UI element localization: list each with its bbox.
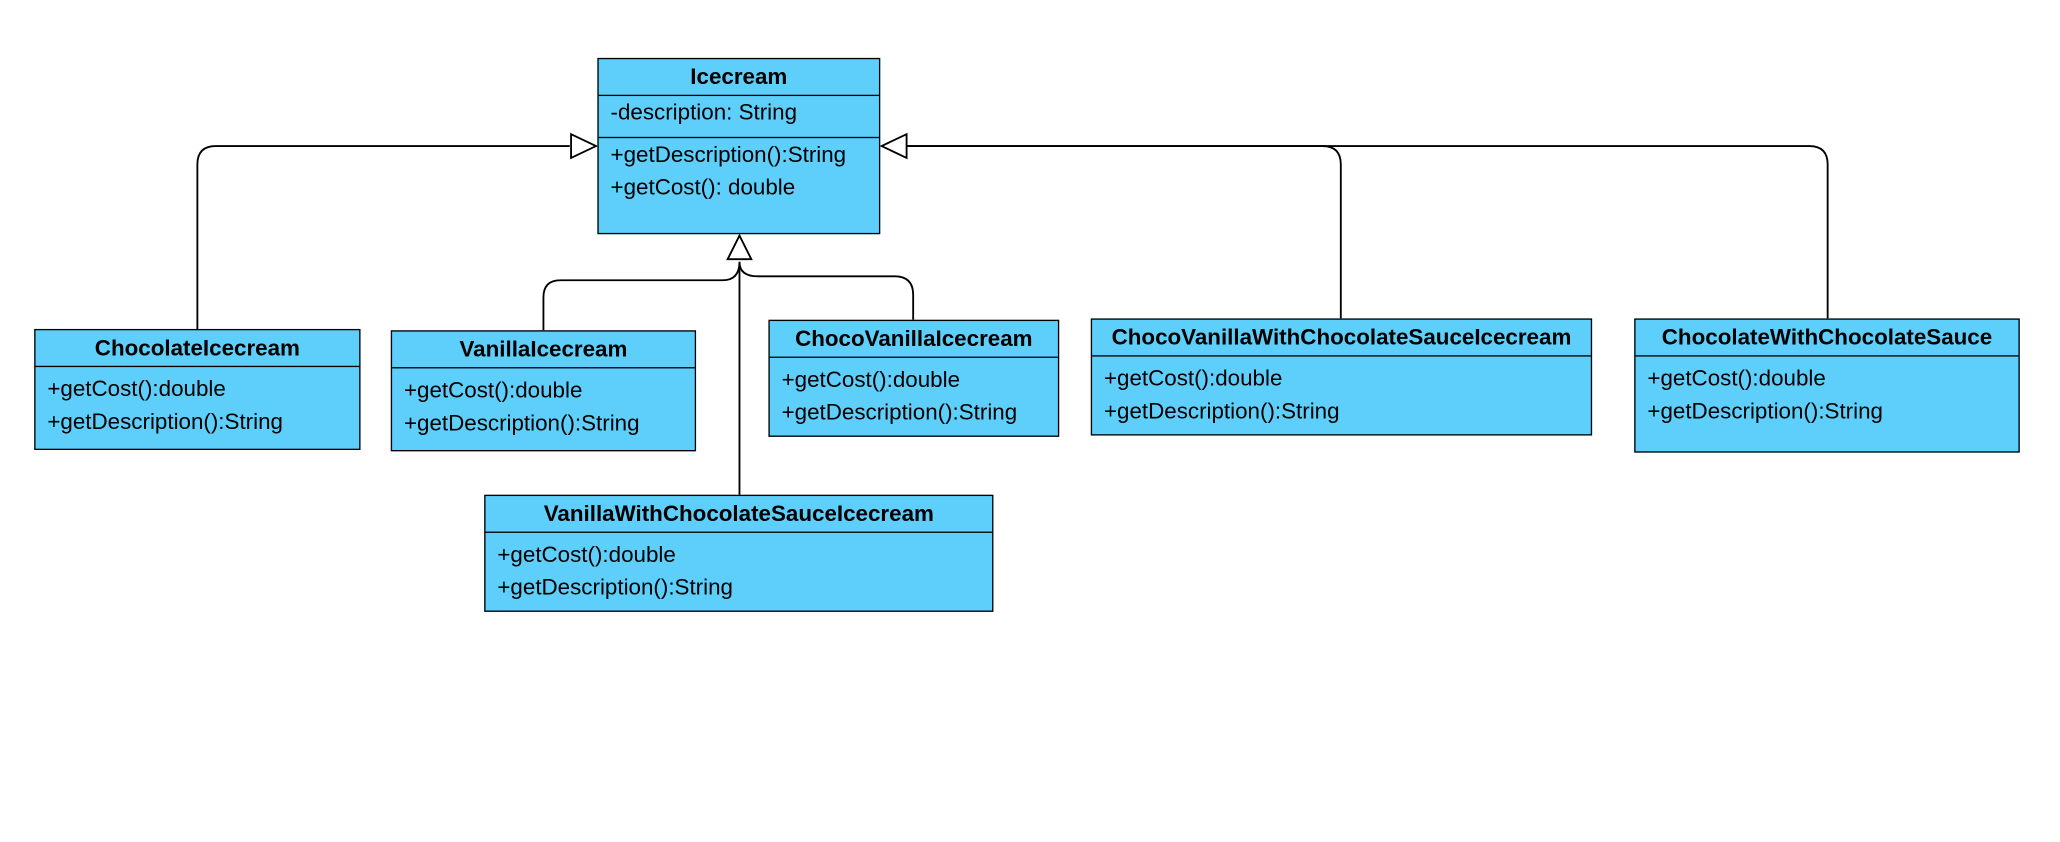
class-choco-vanilla-with-chocolate-sauce-icecream[interactable]: ChocoVanillaWithChocolateSauceIcecream +… xyxy=(1090,318,1593,436)
class-chocolate-with-chocolate-sauce[interactable]: ChocolateWithChocolateSauce +getCost():d… xyxy=(1634,318,2020,453)
class-vanilla-with-chocolate-sauce-icecream[interactable]: VanillaWithChocolateSauceIcecream +getCo… xyxy=(484,494,994,612)
method: +getDescription():String xyxy=(1103,398,1340,424)
method: +getCost():double xyxy=(497,542,676,568)
class-chocolate-icecream[interactable]: ChocolateIcecream +getCost():double +get… xyxy=(34,328,361,451)
class-name: ChocoVanillaWithChocolateSauceIcecream xyxy=(1092,320,1591,357)
class-name: VanillaIcecream xyxy=(392,332,695,369)
inheritance-arrowhead-right xyxy=(879,132,908,160)
inheritance-arrowhead-left xyxy=(570,132,599,160)
attribute: -description: String xyxy=(610,100,798,126)
edge-chocolate-to-icecream xyxy=(196,145,570,329)
method: +getCost():double xyxy=(403,377,583,403)
class-icecream[interactable]: Icecream -description: String +getDescri… xyxy=(597,57,881,235)
method: +getDescription():String xyxy=(610,142,847,168)
class-name: VanillaWithChocolateSauceIcecream xyxy=(485,496,993,533)
edge-chocovanilla-to-icecream xyxy=(738,261,915,320)
class-choco-vanilla-icecream[interactable]: ChocoVanillaIcecream +getCost():double +… xyxy=(768,319,1060,437)
edge-chocovanillasauce-to-icecream xyxy=(906,145,1342,319)
inheritance-arrowhead-bottom xyxy=(726,233,753,261)
method: +getDescription():String xyxy=(1647,398,1883,424)
class-methods: +getDescription():String +getCost(): dou… xyxy=(599,138,879,204)
class-methods: +getCost():double +getDescription():Stri… xyxy=(1636,357,2019,428)
method: +getCost():double xyxy=(47,376,226,402)
class-methods: +getCost():double +getDescription():Stri… xyxy=(1092,357,1591,428)
class-methods: +getCost():double +getDescription():Stri… xyxy=(770,358,1058,429)
method: +getCost():double xyxy=(1103,365,1283,391)
class-name: ChocolateIcecream xyxy=(35,330,360,368)
method: +getDescription():String xyxy=(781,399,1018,425)
class-methods: +getCost():double +getDescription():Stri… xyxy=(36,367,360,438)
method: +getCost():double xyxy=(1647,365,1826,391)
class-name: ChocolateWithChocolateSauce xyxy=(1635,320,2019,357)
method: +getDescription():String xyxy=(47,408,283,434)
method: +getCost():double xyxy=(781,367,961,393)
edge-chocolatesauce-to-icecream xyxy=(906,145,1829,319)
method: +getDescription():String xyxy=(497,574,733,600)
inheritance-connectors xyxy=(196,132,1829,495)
class-methods: +getCost():double +getDescription():Stri… xyxy=(392,368,695,439)
class-name: Icecream xyxy=(598,59,879,97)
method: +getDescription():String xyxy=(403,409,640,435)
class-attributes: -description: String xyxy=(598,96,879,139)
edge-vanilla-to-icecream xyxy=(542,261,741,331)
method: +getCost(): double xyxy=(610,174,796,200)
class-methods: +getCost():double +getDescription():Stri… xyxy=(486,533,993,604)
class-name: ChocoVanillaIcecream xyxy=(769,321,1058,358)
class-vanilla-icecream[interactable]: VanillaIcecream +getCost():double +getDe… xyxy=(390,330,697,452)
